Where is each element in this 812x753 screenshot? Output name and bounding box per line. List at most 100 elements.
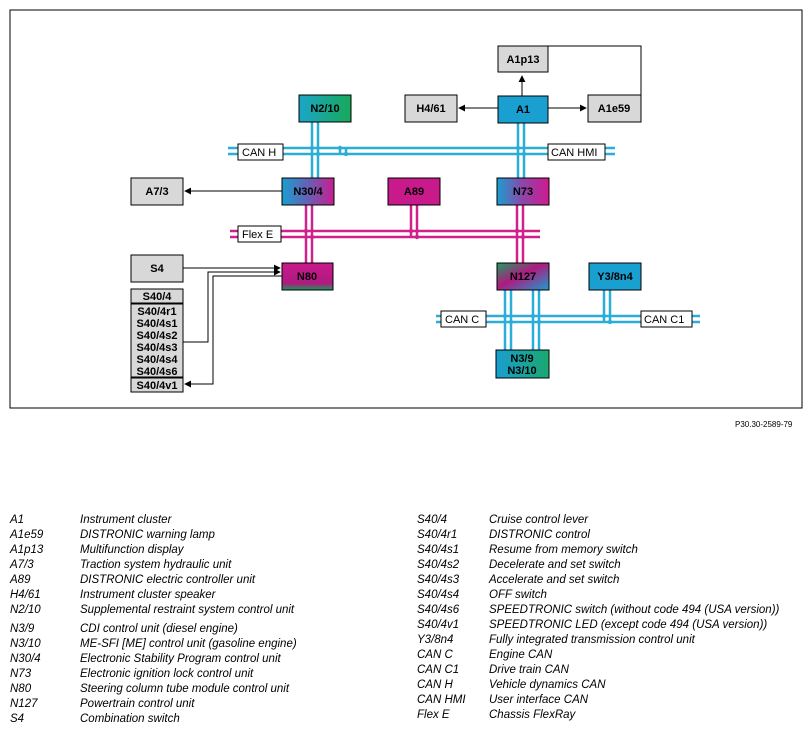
legend-entry: S4 Combination switch	[10, 712, 400, 727]
legend-description: Cruise control lever	[489, 514, 589, 526]
node-n80-label: N80	[297, 271, 317, 283]
legend-description: Decelerate and set switch	[489, 559, 621, 571]
node-a73: A7/3	[130, 177, 184, 206]
legend-entry: A7/3 Traction system hydraulic unit	[10, 558, 400, 573]
legend-description: Accelerate and set switch	[489, 574, 620, 586]
legend-code: A7/3	[10, 559, 34, 571]
legend-code: A89	[10, 574, 31, 586]
legend-code: S40/4s4	[417, 589, 460, 601]
node-h461-label: H4/61	[416, 103, 445, 115]
legend-description: Electronic ignition lock control unit	[80, 668, 254, 680]
legend-entry: CAN C1 Drive train CAN	[417, 663, 807, 678]
node-n80: N80	[281, 262, 334, 291]
legend-entry: S40/4v1 SPEEDTRONIC LED (except code 494 …	[417, 618, 807, 633]
legend-entry: N127 Powertrain control unit	[10, 697, 400, 712]
flex-e-bus: Flex E	[237, 225, 282, 243]
can-c1-bus: CAN C1	[640, 310, 693, 328]
legend-description: Supplemental restraint system control un…	[80, 604, 295, 616]
node-y38n4: Y3/8n4	[588, 262, 642, 291]
legend-code: CAN C1	[417, 664, 460, 676]
legend-code: A1p13	[10, 544, 44, 556]
legend-code: N3/10	[10, 638, 41, 650]
can-hmi-bus: CAN HMI	[547, 143, 606, 161]
legend-description: OFF switch	[489, 589, 547, 601]
can-h-bus: CAN H	[237, 143, 284, 161]
legend-description: CDI control unit (diesel engine)	[80, 623, 238, 635]
legend-description: Traction system hydraulic unit	[80, 559, 232, 571]
legend-code: Y3/8n4	[417, 634, 454, 646]
legend-description: Instrument cluster speaker	[80, 589, 216, 601]
legend-description: Resume from memory switch	[489, 544, 638, 556]
legend-code: S40/4r1	[417, 529, 458, 541]
node-s4-label: S4	[150, 263, 164, 275]
legend-code: S4	[10, 713, 25, 725]
node-a1p13-label: A1p13	[506, 54, 539, 66]
figure-reference: P30.30-2589-79	[735, 420, 793, 429]
can-c1-label: CAN C1	[644, 314, 684, 326]
node-a1: A1	[497, 95, 549, 124]
legend-description: Drive train CAN	[489, 664, 569, 676]
legend-code: A1	[10, 514, 25, 526]
legend-description: ME-SFI [ME] control unit (gasoline engin…	[80, 638, 297, 650]
legend-entry: Y3/8n4 Fully integrated transmission cont…	[417, 633, 807, 648]
node-n127-label: N127	[510, 271, 536, 283]
legend-entry: A1e59 DISTRONIC warning lamp	[10, 528, 400, 543]
legend-description: Combination switch	[80, 713, 180, 725]
node-y38n4-label: Y3/8n4	[597, 271, 633, 283]
node-a89-label: A89	[404, 186, 424, 198]
can-c-bus: CAN C	[440, 310, 487, 328]
node-s404s1-label: S40/4s1	[137, 318, 178, 330]
legend-description: DISTRONIC warning lamp	[80, 529, 215, 541]
node-h461: H4/61	[404, 94, 458, 123]
legend-description: Instrument cluster	[80, 514, 172, 526]
legend-code: N73	[10, 668, 32, 680]
node-a1-label: A1	[516, 104, 530, 116]
flex-e-label: Flex E	[242, 229, 273, 241]
can-c-label: CAN C	[445, 314, 479, 326]
legend-code: S40/4v1	[417, 619, 460, 631]
node-s404v1-label: S40/4v1	[137, 380, 178, 392]
legend-description: SPEEDTRONIC LED (except code 494 (USA ve…	[489, 619, 768, 631]
can-h-label: CAN H	[242, 147, 276, 159]
legend-code: A1e59	[10, 529, 44, 541]
node-s404-group: S40/4 S40/4r1 S40/4s1 S40/4s2 S40/4s3 S4…	[130, 288, 184, 393]
legend-code: N127	[10, 698, 38, 710]
node-a1e59: A1e59	[587, 94, 642, 123]
node-s404-label: S40/4	[143, 291, 173, 303]
bus-junction-dots	[303, 145, 613, 325]
legend-code: N80	[10, 683, 32, 695]
legend-description: Engine CAN	[489, 649, 553, 661]
node-n39-label: N3/9	[510, 353, 533, 365]
legend-entry: S40/4s4 OFF switch	[417, 588, 807, 603]
legend-description: SPEEDTRONIC switch (without code 494 (US…	[489, 604, 780, 616]
node-a73-label: A7/3	[145, 186, 168, 198]
node-s404s2-label: S40/4s2	[137, 330, 178, 342]
legend-entry: N73 Electronic ignition lock control unit	[10, 667, 400, 682]
node-s404s4-label: S40/4s4	[137, 354, 179, 366]
flex-e-bus-lines	[230, 229, 540, 239]
legend-description: Steering column tube module control unit	[80, 683, 290, 695]
legend-code: Flex E	[417, 709, 450, 721]
legend-description: Vehicle dynamics CAN	[489, 679, 606, 691]
legend-code: N3/9	[10, 623, 35, 635]
can-hmi-label: CAN HMI	[551, 147, 597, 159]
legend-code: CAN H	[417, 679, 453, 691]
legend-code: CAN C	[417, 649, 453, 661]
node-s4: S4	[130, 254, 184, 283]
legend-code: CAN HMI	[417, 694, 466, 706]
legend-description: User interface CAN	[489, 694, 589, 706]
legend-description: Powertrain control unit	[80, 698, 195, 710]
signal-arrows	[183, 45, 642, 388]
legend-code: S40/4s1	[417, 544, 460, 556]
node-s404r1-label: S40/4r1	[137, 306, 176, 318]
legend-description: Fully integrated transmission control un…	[489, 634, 695, 646]
